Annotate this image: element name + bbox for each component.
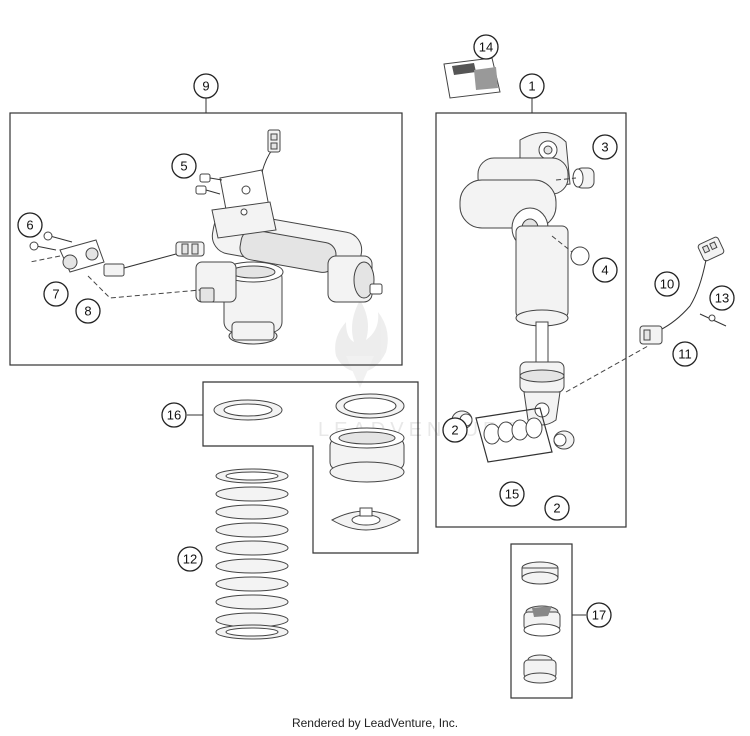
callout-4: 4 — [592, 257, 618, 283]
shock-absorber-drawing — [443, 57, 727, 463]
svg-text:6: 6 — [26, 218, 33, 233]
callout-16: 16 — [161, 402, 187, 428]
svg-text:11: 11 — [678, 347, 692, 362]
callout-3: 3 — [592, 134, 618, 160]
svg-text:4: 4 — [601, 263, 608, 278]
callout-5: 5 — [171, 153, 197, 179]
callout-14: 14 — [473, 34, 499, 60]
watermark-logo — [335, 300, 388, 388]
callout-2b: 2 — [544, 495, 570, 521]
seal-set-drawing — [521, 561, 561, 684]
callout-11: 11 — [672, 341, 698, 367]
callout-15: 15 — [499, 481, 525, 507]
callout-13: 13 — [709, 285, 735, 311]
spring-drawing — [215, 468, 289, 640]
callout-2a: 2 — [442, 417, 468, 443]
footer-credit: Rendered by LeadVenture, Inc. — [291, 716, 459, 730]
svg-text:7: 7 — [52, 287, 59, 302]
svg-text:13: 13 — [715, 291, 729, 306]
svg-text:3: 3 — [601, 140, 608, 155]
group-16-frame — [202, 381, 419, 554]
callout-17: 17 — [586, 602, 612, 628]
callout-8: 8 — [75, 298, 101, 324]
svg-text:1: 1 — [528, 79, 535, 94]
callout-7: 7 — [43, 281, 69, 307]
svg-text:2: 2 — [553, 501, 560, 516]
callout-1: 1 — [519, 73, 545, 99]
svg-text:14: 14 — [479, 40, 493, 55]
group-1-frame — [435, 112, 627, 528]
callout-6: 6 — [17, 212, 43, 238]
callout-12: 12 — [177, 546, 203, 572]
svg-text:8: 8 — [84, 304, 91, 319]
callout-9: 9 — [193, 73, 219, 99]
svg-text:5: 5 — [180, 159, 187, 174]
group-17-frame — [510, 543, 573, 699]
svg-text:9: 9 — [202, 79, 209, 94]
svg-text:12: 12 — [183, 552, 197, 567]
svg-text:17: 17 — [592, 608, 606, 623]
valve-assembly-drawing — [29, 129, 383, 345]
svg-text:10: 10 — [660, 277, 674, 292]
svg-text:16: 16 — [167, 408, 181, 423]
spring-seats-drawing — [213, 393, 405, 531]
callout-10: 10 — [654, 271, 680, 297]
svg-text:15: 15 — [505, 487, 519, 502]
svg-text:2: 2 — [451, 423, 458, 438]
